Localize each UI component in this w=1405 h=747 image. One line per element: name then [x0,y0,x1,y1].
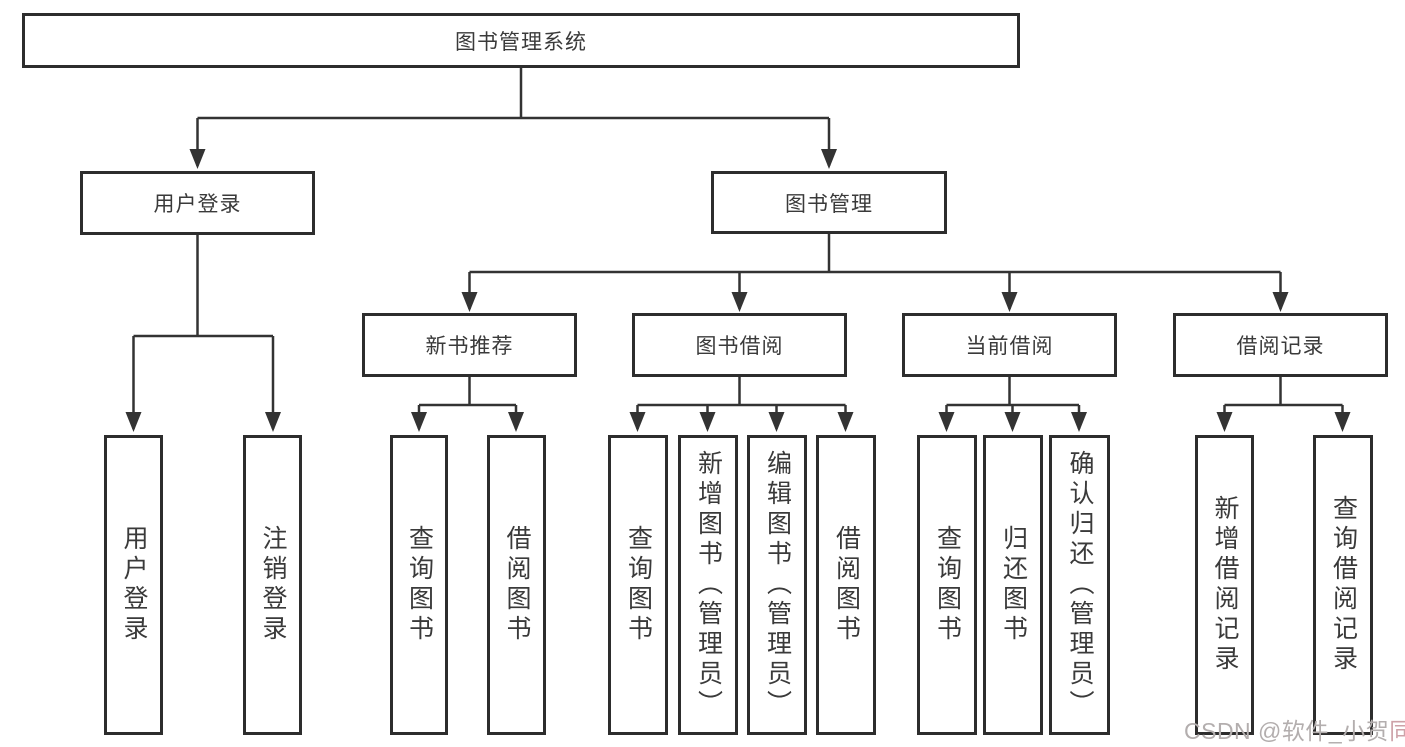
leaf-query-record: 查询借阅记录 [1313,435,1373,735]
leaf-borrow-books-b: 借阅图书 [816,435,876,735]
leaf-query-books-c: 查询图书 [917,435,977,735]
node-new-book-rec-label: 新书推荐 [425,335,514,358]
node-user-login-label: 用户登录 [153,193,242,216]
leaf-user-login: 用户登录 [104,435,163,735]
leaf-borrow-books-b-label: 借阅图书 [832,525,861,645]
leaf-query-books-a-label: 查询图书 [405,525,434,645]
leaf-edit-books-label: 编辑图书（管理员） [763,450,792,720]
leaf-borrow-books-a: 借阅图书 [487,435,546,735]
node-new-book-rec: 新书推荐 [362,313,577,377]
leaf-confirm-return: 确认归还（管理员） [1049,435,1110,735]
node-book-mgmt-label: 图书管理 [785,192,873,216]
node-current-borrow-label: 当前借阅 [965,335,1054,358]
leaf-add-record-label: 新增借阅记录 [1211,495,1239,675]
node-book-borrow-label: 图书借阅 [695,335,784,358]
leaf-query-books-c-label: 查询图书 [933,525,962,645]
leaf-user-login-label: 用户登录 [120,525,148,645]
leaf-return-books-label: 归还图书 [999,525,1028,645]
leaf-logout-label: 注销登录 [259,525,287,645]
leaf-query-books-a: 查询图书 [390,435,448,735]
csdn-watermark-suffix: 同学 [1389,718,1405,744]
leaf-logout: 注销登录 [243,435,302,735]
node-user-login: 用户登录 [80,171,315,235]
node-book-borrow: 图书借阅 [632,313,847,377]
leaf-borrow-books-a-label: 借阅图书 [503,525,531,645]
node-book-mgmt: 图书管理 [711,171,947,234]
leaf-return-books: 归还图书 [983,435,1043,735]
leaf-confirm-return-label: 确认归还（管理员） [1066,450,1094,720]
leaf-query-books-b: 查询图书 [608,435,668,735]
tree-skeleton [133,68,1343,407]
node-borrow-records-label: 借阅记录 [1236,335,1325,358]
leaf-edit-books: 编辑图书（管理员） [747,435,807,735]
node-root: 图书管理系统 [22,13,1020,68]
leaf-add-books-label: 新增图书（管理员） [694,450,723,720]
leaf-add-books: 新增图书（管理员） [678,435,738,735]
leaf-query-books-b-label: 查询图书 [624,525,653,645]
csdn-watermark-prefix: CSDN @软件_小贺 [1184,718,1390,744]
leaf-query-record-label: 查询借阅记录 [1329,495,1358,675]
node-current-borrow: 当前借阅 [902,313,1117,377]
node-root-label: 图书管理系统 [455,30,587,54]
leaf-add-record: 新增借阅记录 [1195,435,1254,735]
node-borrow-records: 借阅记录 [1173,313,1388,377]
csdn-watermark: CSDN @软件_小贺同学 [1184,712,1405,746]
